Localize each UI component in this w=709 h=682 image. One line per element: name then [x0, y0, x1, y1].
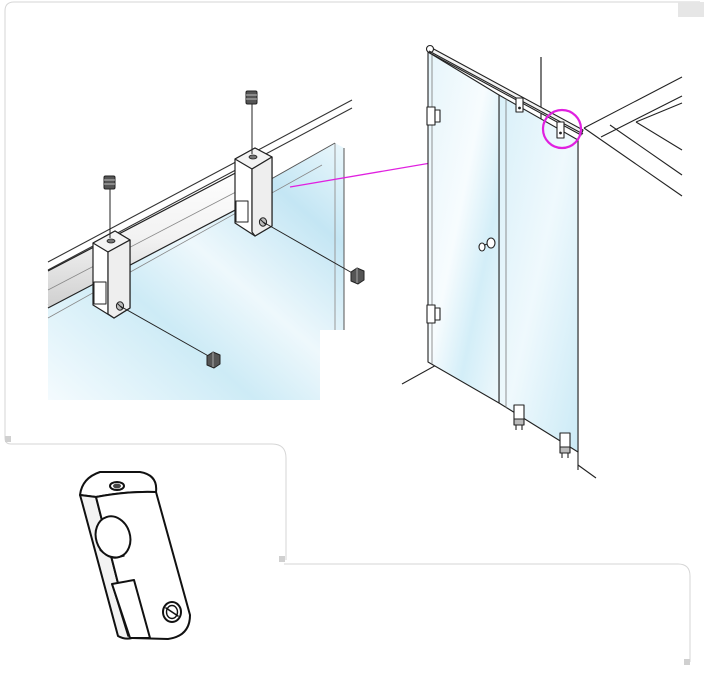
bottom-panel-frame	[284, 563, 691, 662]
detail-clamp-left	[92, 230, 131, 319]
door-knob	[478, 237, 496, 252]
part-view	[79, 471, 191, 640]
panel-frames	[4, 1, 700, 662]
set-screw-left	[103, 175, 116, 238]
enclosure-view	[401, 44, 683, 479]
hinged-glass-door	[427, 51, 500, 404]
bottom-foot-left	[513, 404, 525, 430]
top-panel-frame	[4, 1, 700, 560]
corner-tab	[678, 2, 704, 17]
highlight-circle	[541, 108, 583, 150]
corner-mark	[279, 556, 285, 562]
corner-mark	[684, 659, 690, 665]
rail-clamp-highlighted	[556, 121, 565, 139]
detail-view	[47, 90, 365, 400]
nut-left	[206, 351, 221, 369]
set-screw-right	[245, 90, 258, 154]
hinge-upper	[426, 106, 441, 126]
detail-clamp-right	[234, 147, 273, 237]
clamp-slot	[111, 579, 151, 639]
frame-corner-marks	[5, 436, 690, 665]
hinge-lower	[426, 304, 441, 324]
corner-mark	[5, 436, 11, 442]
bottom-foot-right	[559, 432, 571, 458]
rail-clamp-mid	[515, 97, 524, 113]
nut-right	[350, 267, 365, 285]
